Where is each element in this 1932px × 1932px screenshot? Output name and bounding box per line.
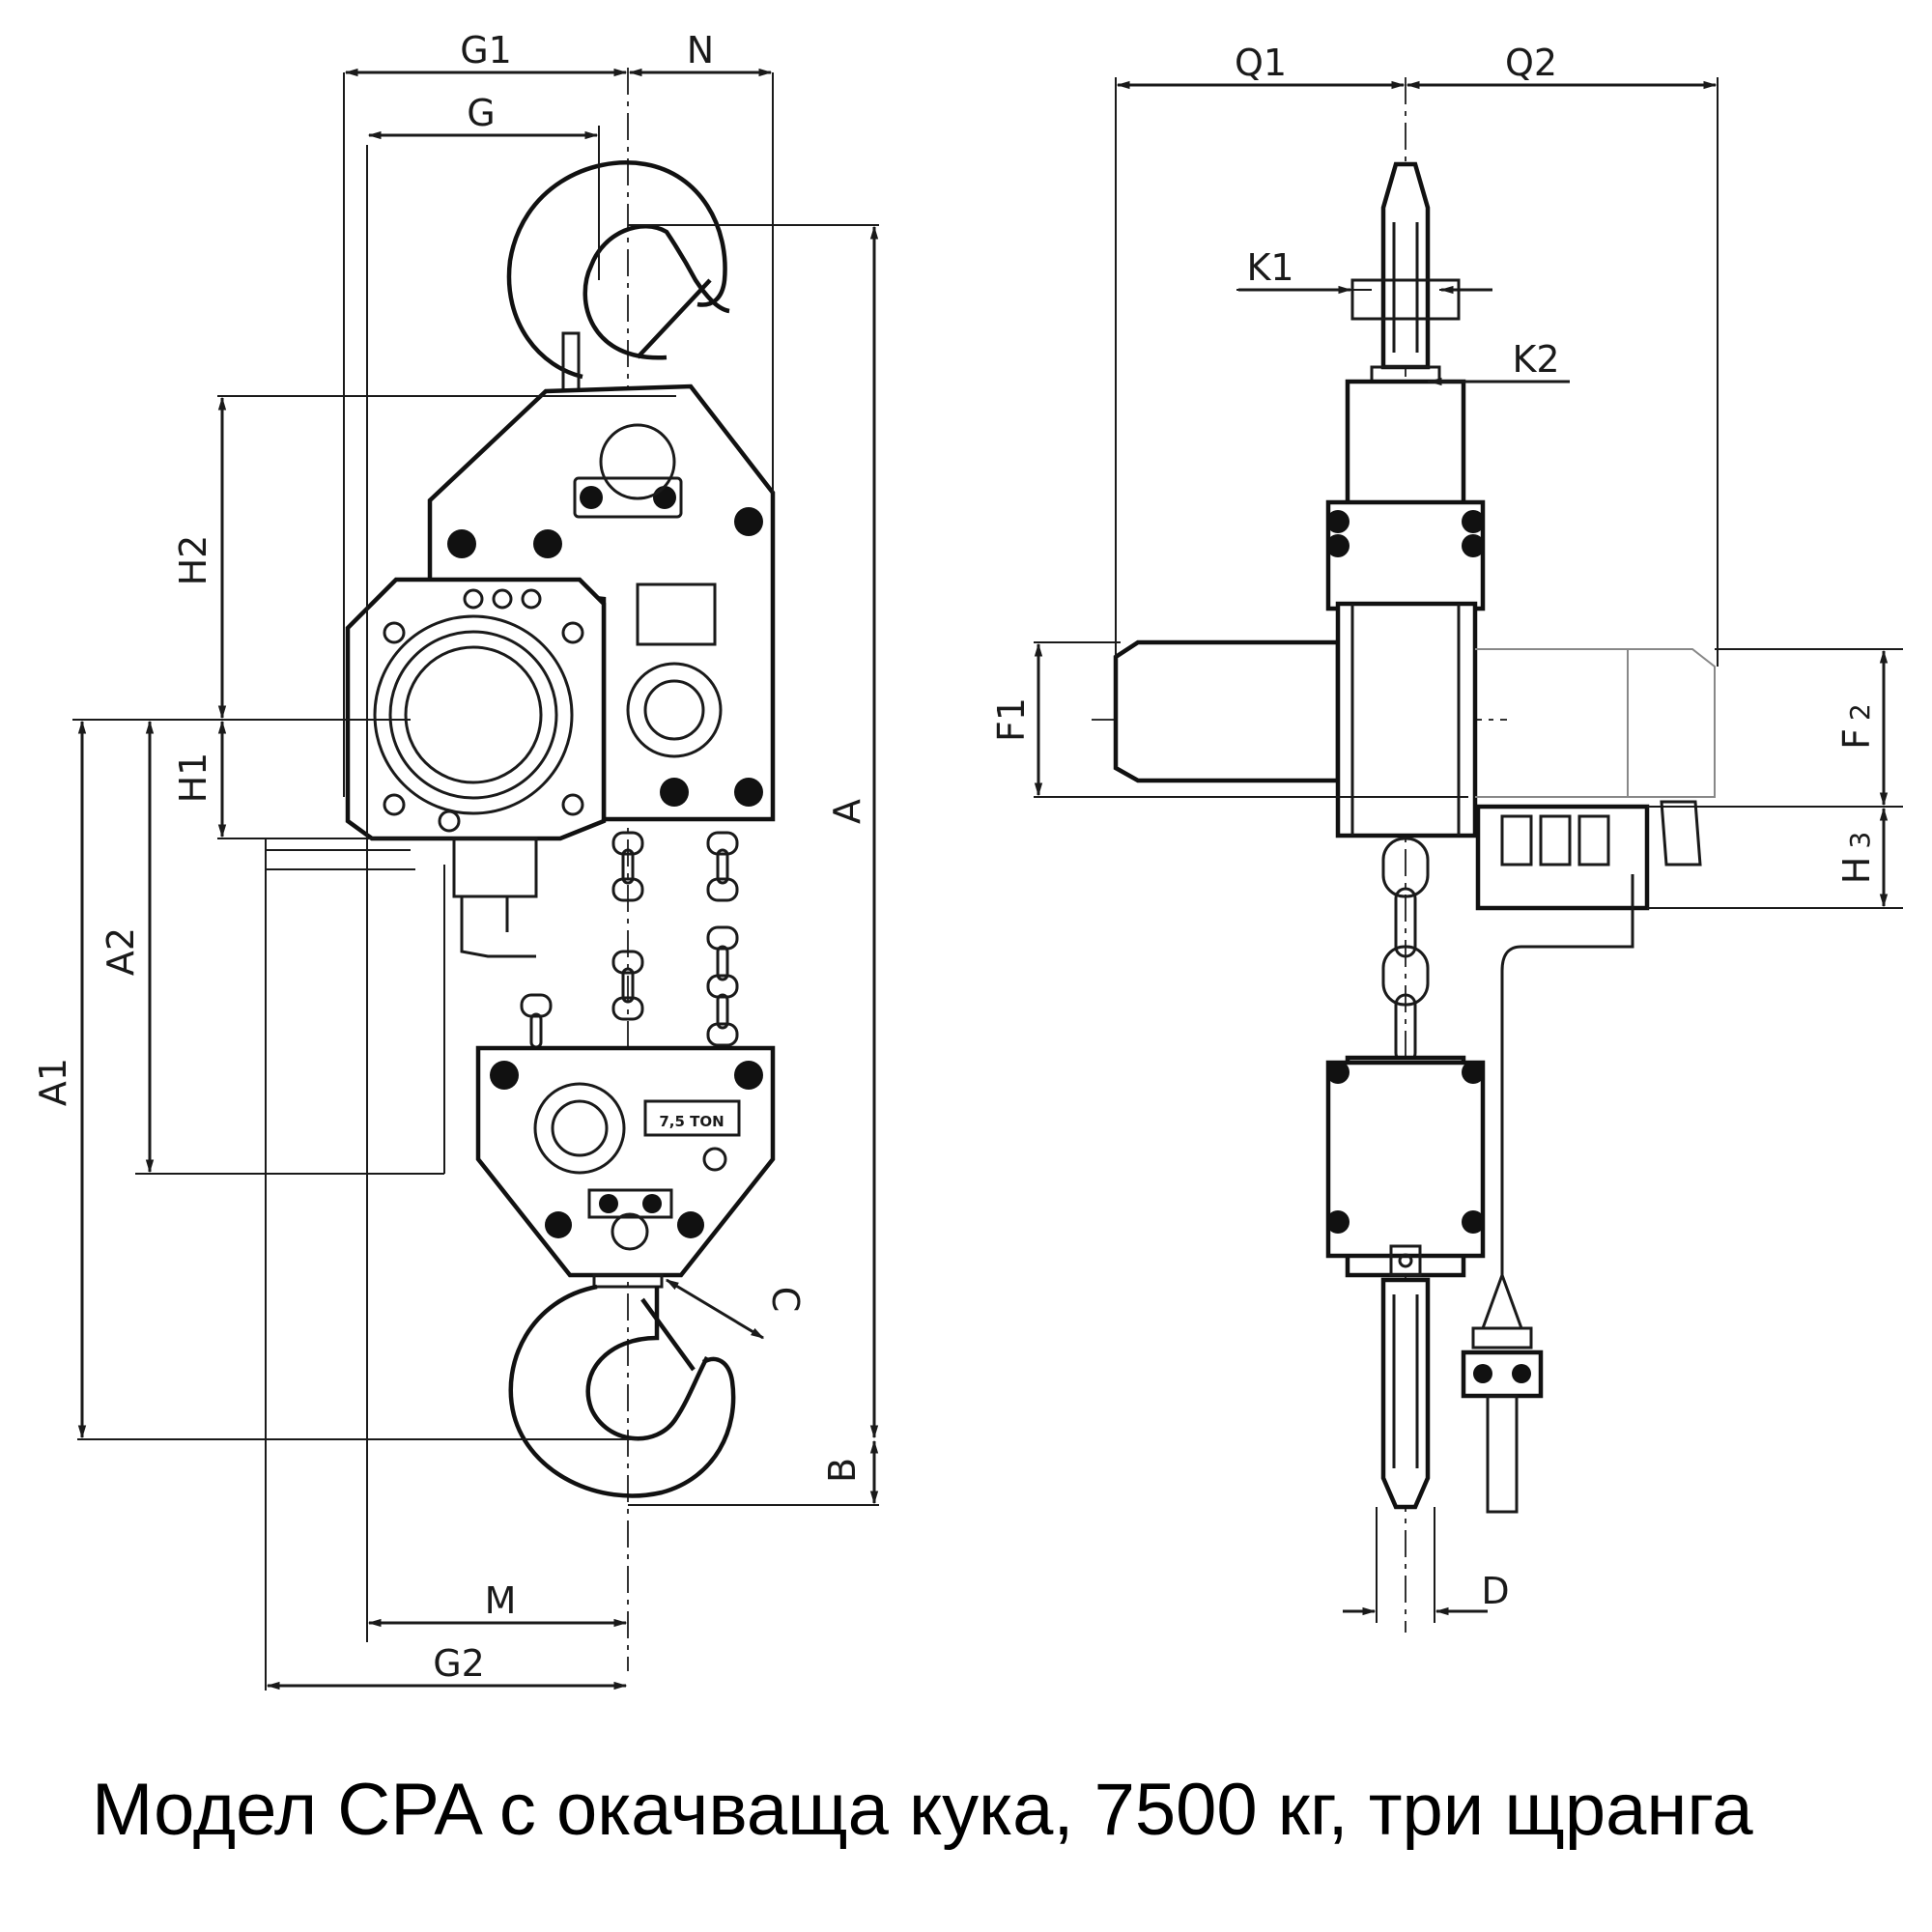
- side-dimension-labels: Q1 Q2 K1 K2 F1 F2 H3 D: [990, 42, 1878, 1612]
- label-B: B: [821, 1458, 864, 1483]
- label-A1: A1: [32, 1058, 74, 1106]
- side-view: Q1 Q2 K1 K2 F1 F2 H3 D: [990, 42, 1903, 1633]
- label-A: A: [826, 799, 868, 824]
- top-hook: [506, 160, 730, 398]
- front-view: 7,5 TON: [32, 29, 879, 1690]
- label-F2: F2: [1835, 703, 1878, 750]
- side-suspension-plates: [1325, 379, 1486, 611]
- label-H3: H3: [1835, 832, 1878, 884]
- label-K1: K1: [1246, 246, 1293, 289]
- side-dimensions: [1034, 80, 1889, 1616]
- reference-lines: [72, 72, 879, 1690]
- label-H2: H2: [172, 535, 214, 586]
- label-M: M: [485, 1579, 517, 1622]
- label-H1: H1: [172, 753, 214, 804]
- side-gearbox: [1475, 648, 1716, 867]
- label-C: C: [764, 1287, 807, 1313]
- label-G: G: [467, 92, 495, 134]
- bottom-hook: [508, 1284, 736, 1498]
- label-Q2: Q2: [1505, 42, 1557, 84]
- front-dimension-labels: G1 N G A B H2 H1 A1 A2 C M G2: [32, 29, 868, 1685]
- load-chains: [520, 831, 739, 1049]
- side-controller: [1475, 804, 1650, 1275]
- control-box: [452, 837, 538, 958]
- label-N: N: [687, 29, 714, 71]
- drawing-caption: Модел CPA с окачваща кука, 7500 кг, три …: [92, 1769, 1753, 1851]
- label-D: D: [1481, 1570, 1509, 1612]
- load-capacity-plate: 7,5 TON: [659, 1113, 724, 1130]
- pendant-control: [1461, 1274, 1544, 1514]
- label-G2: G2: [433, 1642, 485, 1685]
- front-dimensions: [77, 68, 879, 1690]
- side-motor: [1113, 601, 1478, 838]
- label-A2: A2: [99, 927, 142, 976]
- label-F1: F1: [990, 697, 1033, 742]
- label-Q1: Q1: [1235, 42, 1287, 84]
- motor-housing: [345, 577, 607, 841]
- label-K2: K2: [1512, 338, 1559, 381]
- bottom-hook-block: 7,5 TON: [475, 1045, 776, 1289]
- side-bottom-block: [1325, 1055, 1486, 1510]
- label-G1: G1: [460, 29, 512, 71]
